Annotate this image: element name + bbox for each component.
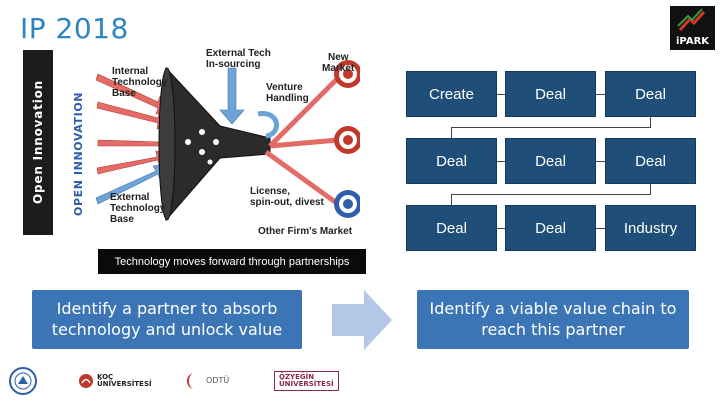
target-new-market: [334, 60, 360, 88]
chain-connector: [497, 161, 505, 162]
chain-wrap-connector: [451, 127, 651, 128]
identify-value-chain-box: Identify a viable value chain to reach t…: [417, 290, 689, 349]
target-middle: [334, 126, 360, 154]
koc-subtitle: ÜNİVERSİTESİ: [97, 380, 152, 388]
ipark-mark-icon: [677, 8, 706, 32]
koc-emblem-icon: [79, 374, 93, 388]
odtu-name: ODTÜ: [206, 375, 230, 385]
chain-box-industry: Industry: [605, 205, 696, 251]
odtu-emblem-icon: [187, 373, 194, 389]
page-title: IP 2018: [20, 12, 129, 45]
internal-base-label-3: Base: [112, 88, 136, 99]
external-base-label-2: Technology: [110, 203, 166, 214]
other-market-label: Other Firm's Market: [258, 226, 353, 237]
chain-wrap-connector: [451, 194, 452, 205]
license-label-2: spin-out, divest: [250, 197, 325, 208]
logo-text: iPARK: [675, 36, 710, 47]
open-innovation-vertical-label: OPEN INNOVATION: [72, 92, 85, 216]
target-other-market: [334, 190, 360, 218]
partnership-caption: Technology moves forward through partner…: [98, 249, 366, 274]
venture-label-1: Venture: [266, 82, 303, 93]
venture-label-2: Handling: [266, 93, 309, 104]
license-label-1: License,: [250, 186, 290, 197]
chain-box-create: Create: [406, 71, 497, 117]
sidebar-band: [23, 50, 53, 235]
ozyegin-name: ÖZYEĞİN: [279, 372, 315, 381]
chain-box-deal: Deal: [505, 205, 596, 251]
ipark-logo: iPARK: [670, 6, 715, 50]
chain-wrap-connector: [451, 194, 651, 195]
new-market-label-2: Market: [322, 63, 355, 74]
chain-box-deal: Deal: [605, 71, 696, 117]
chain-connector: [596, 228, 605, 229]
university-seal-logo: [8, 366, 38, 396]
venture-loop-arrow: [257, 111, 279, 139]
odtu-logo: ODTÜ: [186, 366, 229, 396]
external-base-label-3: Base: [110, 214, 134, 225]
internal-base-label-1: Internal: [112, 66, 148, 77]
chain-connector: [497, 94, 505, 95]
internal-base-label-2: Technology: [112, 77, 168, 88]
chain-box-deal: Deal: [605, 138, 696, 184]
chain-connector: [596, 161, 605, 162]
open-innovation-funnel-diagram: OPEN INNOVATION Internal Technology Base…: [72, 48, 360, 237]
chain-wrap-connector: [451, 127, 452, 138]
new-market-label-1: New: [328, 52, 349, 63]
insourcing-label-1: External Tech: [206, 48, 271, 59]
seal-icon: [9, 367, 37, 395]
insourcing-arrow: [219, 67, 245, 125]
chain-box-deal: Deal: [406, 205, 497, 251]
koc-university-logo: KOÇ ÜNİVERSİTESİ: [78, 366, 152, 396]
right-arrow-icon: [332, 290, 392, 350]
chain-wrap-connector: [650, 184, 651, 194]
chain-box-deal: Deal: [505, 71, 596, 117]
ozyegin-subtitle: ÜNİVERSİTESİ: [279, 380, 334, 388]
identify-partner-box: Identify a partner to absorb technology …: [32, 290, 302, 349]
outbound-arrows: [264, 76, 340, 207]
sidebar-label: Open Innovation: [31, 79, 45, 205]
koc-name: KOÇ: [97, 372, 114, 381]
chain-connector: [596, 94, 605, 95]
external-base-label-1: External: [110, 192, 150, 203]
chain-box-deal: Deal: [406, 138, 497, 184]
chain-box-deal: Deal: [505, 138, 596, 184]
chain-connector: [497, 228, 505, 229]
insourcing-label-2: In-sourcing: [206, 59, 260, 70]
chain-wrap-connector: [650, 117, 651, 127]
ozyegin-university-logo: ÖZYEĞİN ÜNİVERSİTESİ: [274, 366, 339, 396]
